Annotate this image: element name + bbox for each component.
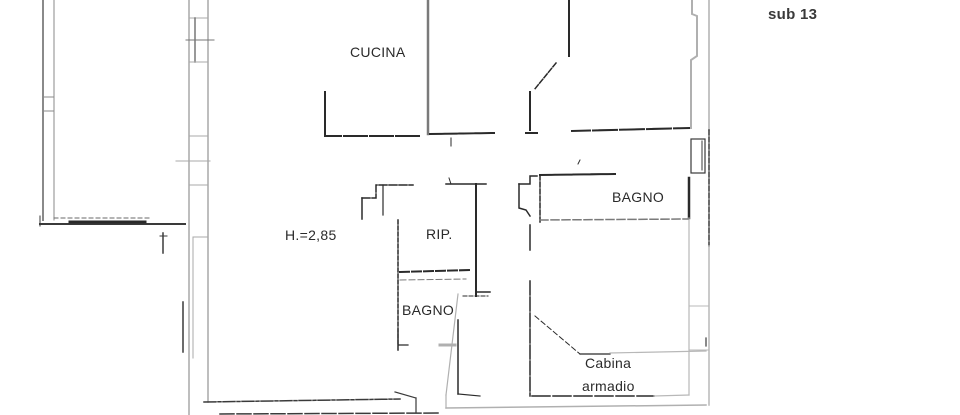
bathroom-left-label-text: BAGNO [402, 302, 455, 318]
unit-subtitle-label: sub 13 [768, 6, 817, 23]
closet-label-line1-text: Cabina [585, 355, 632, 371]
bathroom-right-walls [518, 159, 689, 251]
right-exterior-wall [687, 0, 710, 406]
main-left-wall [175, 0, 215, 415]
room-label-closet-line1: Cabina [585, 355, 631, 371]
ceiling-height-text: H.=2,85 [285, 227, 337, 243]
room-label-kitchen: CUCINA [350, 44, 405, 60]
kitchen-walls [324, 0, 496, 147]
walk-in-closet-walls [457, 280, 707, 397]
kitchen-label-text: CUCINA [350, 44, 406, 60]
room-label-storage: RIP. [426, 226, 453, 242]
bathroom-right-label-text: BAGNO [612, 189, 665, 205]
ceiling-height-label: H.=2,85 [285, 227, 337, 243]
room-label-bathroom-right: BAGNO [612, 189, 664, 205]
room-label-bathroom-left: BAGNO [402, 302, 454, 318]
closet-label-line2-text: armadio [582, 378, 635, 394]
unit-subtitle-text: sub 13 [768, 6, 818, 23]
bottom-walls [203, 293, 707, 415]
corridor-walls [525, 0, 691, 134]
room-label-closet-line2: armadio [582, 378, 635, 394]
storage-label-text: RIP. [426, 226, 453, 242]
storage-and-bathroom-left-walls [361, 177, 491, 395]
left-wing-walls [39, 0, 186, 254]
